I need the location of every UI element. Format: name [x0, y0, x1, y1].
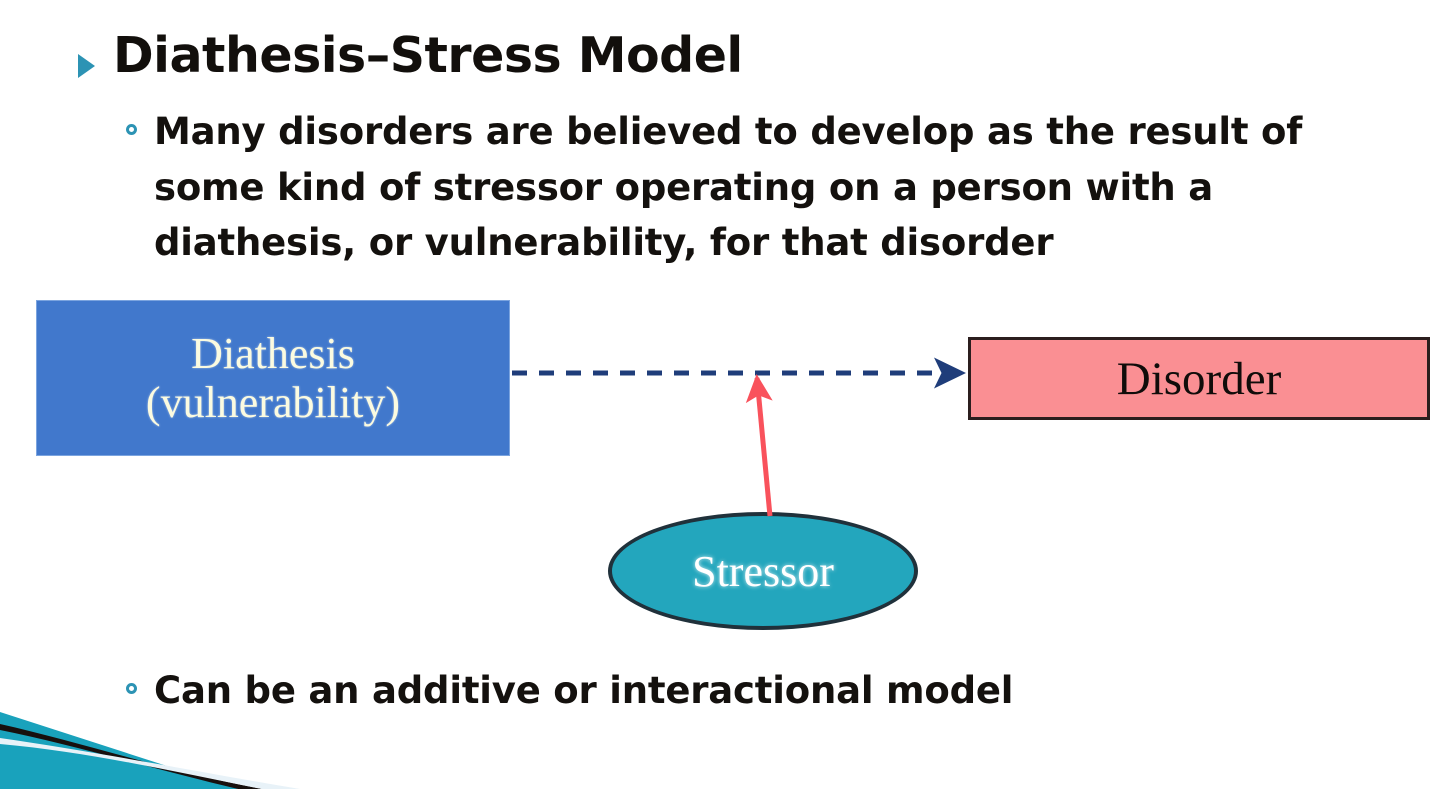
title-text: Diathesis–Stress Model [113, 27, 743, 84]
triangle-bullet-icon [78, 54, 95, 78]
bullet-item-footer: Can be an additive or interactional mode… [126, 663, 1326, 719]
stressor-ellipse-label: Stressor [692, 546, 834, 596]
diathesis-box-line2: (vulnerability) [145, 378, 401, 427]
bullet-item-paragraph: Many disorders are believed to develop a… [126, 104, 1416, 271]
bullet-footer-text: Can be an additive or interactional mode… [154, 669, 1014, 712]
corner-wedge-decoration [0, 712, 300, 789]
stressor-ellipse: Stressor [608, 512, 918, 630]
disorder-box-label: Disorder [1116, 352, 1282, 405]
bullet-paragraph-text: Many disorders are believed to develop a… [154, 110, 1303, 264]
diathesis-box: Diathesis (vulnerability) [36, 300, 510, 456]
diathesis-box-line1: Diathesis [191, 328, 355, 378]
arrow-up-icon [745, 374, 773, 517]
disorder-box: Disorder [968, 337, 1430, 420]
ring-bullet-icon [126, 124, 137, 135]
ring-bullet-icon [126, 683, 137, 694]
page-title: Diathesis–Stress Model [78, 30, 743, 81]
